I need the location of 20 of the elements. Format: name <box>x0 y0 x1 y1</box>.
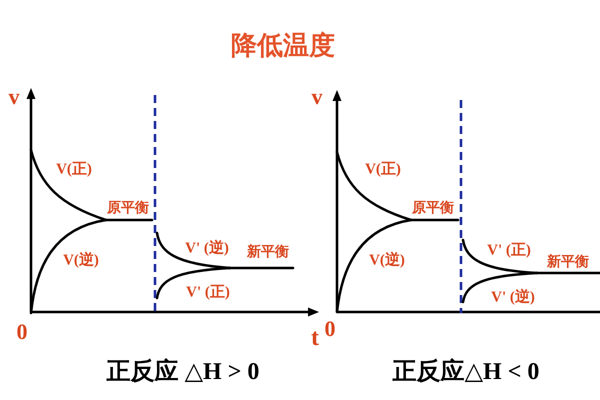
caption: 正反应 △H > 0 <box>106 360 260 384</box>
origin-label: 0 <box>16 321 28 343</box>
origin-label: 0 <box>324 318 336 340</box>
curve-label: V(逆) <box>63 254 99 268</box>
equilibrium-label: 新平衡 <box>547 254 589 268</box>
caption: 正反应△H < 0 <box>392 360 540 384</box>
axis-label: v <box>312 86 322 108</box>
equilibrium-label: 原平衡 <box>412 200 454 214</box>
curve-label: V' (逆) <box>491 290 535 306</box>
axis-label: t <box>311 326 319 350</box>
curve-label: V' (正) <box>487 244 531 258</box>
curve-label: V(逆) <box>369 254 405 268</box>
title: 降低温度 <box>231 32 335 58</box>
curve-label: V(正) <box>365 162 401 178</box>
equilibrium-label: 原平衡 <box>107 200 149 214</box>
equilibrium-label: 新平衡 <box>247 244 289 258</box>
curve-label: V' (逆) <box>185 242 229 256</box>
axis-label: v <box>8 86 20 108</box>
curve-label: V' (正) <box>186 286 230 300</box>
curve-label: V(正) <box>56 162 92 178</box>
